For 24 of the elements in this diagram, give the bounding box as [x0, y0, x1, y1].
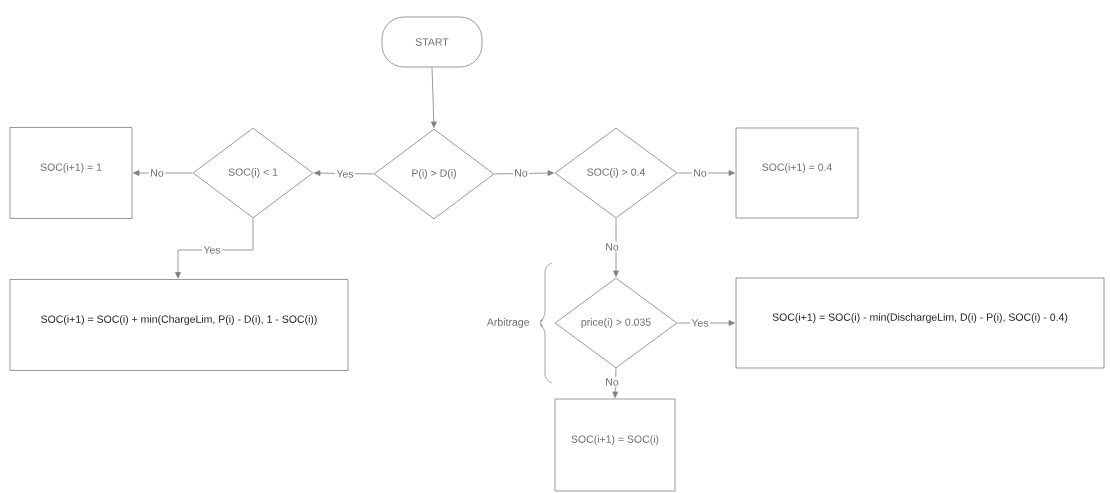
arrow	[175, 218, 254, 279]
edge-label: Yes	[201, 244, 223, 256]
process-box: SOC(i+1) = 0.4	[735, 127, 859, 219]
group-label: Arbitrage	[486, 318, 529, 328]
process-box: SOC(i+1) = SOC(i) - min(DischargeLim, D(i) - P(i), SOC(i) - 0.4)	[735, 277, 1105, 369]
edge-label: No	[512, 167, 530, 179]
arrow	[677, 170, 735, 176]
edge-label: Yes	[689, 317, 711, 329]
start-terminal: START	[381, 16, 483, 68]
arrow	[613, 218, 619, 277]
arrow	[430, 67, 437, 128]
process-box: SOC(i+1) = SOC(i)	[554, 398, 676, 492]
edge-label: No	[603, 241, 621, 253]
arrow	[133, 170, 193, 176]
edge-label: No	[691, 167, 709, 179]
arrow	[677, 320, 735, 326]
arrow	[314, 170, 374, 176]
arrow	[612, 368, 619, 398]
process-box: SOC(i+1) = SOC(i) + min(ChargeLim, P(i) - D(i), 1 - SOC(i))	[9, 279, 349, 371]
arrow	[494, 170, 554, 176]
edge-label: Yes	[334, 168, 356, 180]
process-box: SOC(i+1) = 1	[9, 127, 133, 219]
edge-label: No	[603, 376, 621, 388]
edge-label: No	[148, 167, 166, 179]
